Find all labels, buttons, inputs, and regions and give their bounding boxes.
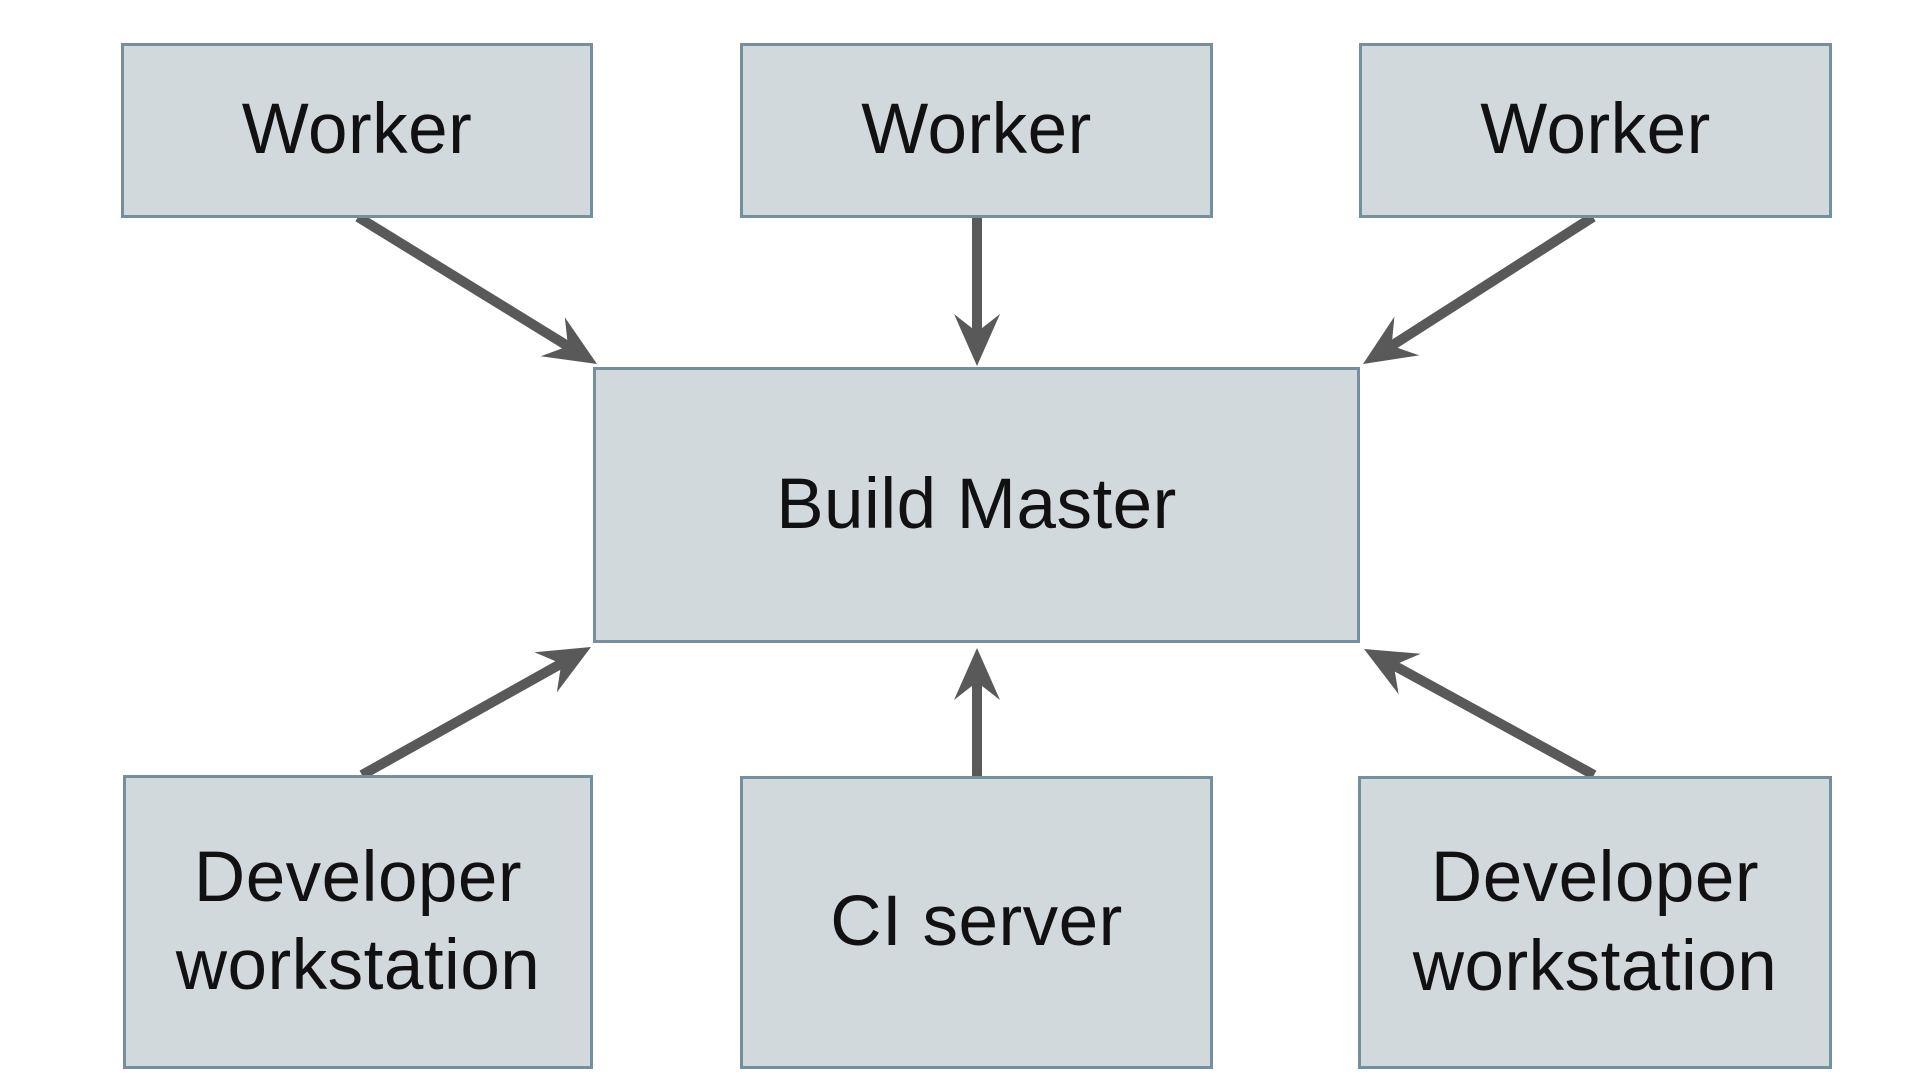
arrow-head-worker-3 xyxy=(1363,316,1420,364)
arrow-head-worker-2 xyxy=(954,314,1000,366)
arrow-head-developer-workstation-left xyxy=(534,647,591,693)
node-worker-1-label: Worker xyxy=(241,90,473,170)
arrow-shaft-worker-3 xyxy=(1383,212,1596,354)
node-build-master: Build Master xyxy=(593,367,1360,643)
arrow-shaft-worker-1 xyxy=(355,212,576,354)
node-worker-1: Worker xyxy=(121,43,593,218)
node-developer-workstation-right-label: Developer workstation xyxy=(1412,838,1778,1006)
node-worker-2: Worker xyxy=(740,43,1213,218)
node-ci-server: CI server xyxy=(740,776,1213,1069)
node-developer-workstation-left-label: Developer workstation xyxy=(175,837,541,1005)
node-worker-3: Worker xyxy=(1359,43,1832,218)
node-developer-workstation-left: Developer workstation xyxy=(123,775,593,1069)
node-worker-3-label: Worker xyxy=(1480,90,1711,170)
node-ci-server-label: CI server xyxy=(830,882,1123,962)
arrow-shaft-developer-workstation-left xyxy=(359,656,569,780)
arrow-shaft-developer-workstation-right xyxy=(1386,658,1597,780)
node-worker-2-label: Worker xyxy=(861,90,1092,170)
node-developer-workstation-right: Developer workstation xyxy=(1358,776,1832,1069)
node-build-master-label: Build Master xyxy=(776,464,1177,544)
arrow-head-ci-server xyxy=(954,648,1000,700)
arrow-head-developer-workstation-right xyxy=(1364,649,1421,695)
arrow-head-worker-1 xyxy=(540,317,597,364)
